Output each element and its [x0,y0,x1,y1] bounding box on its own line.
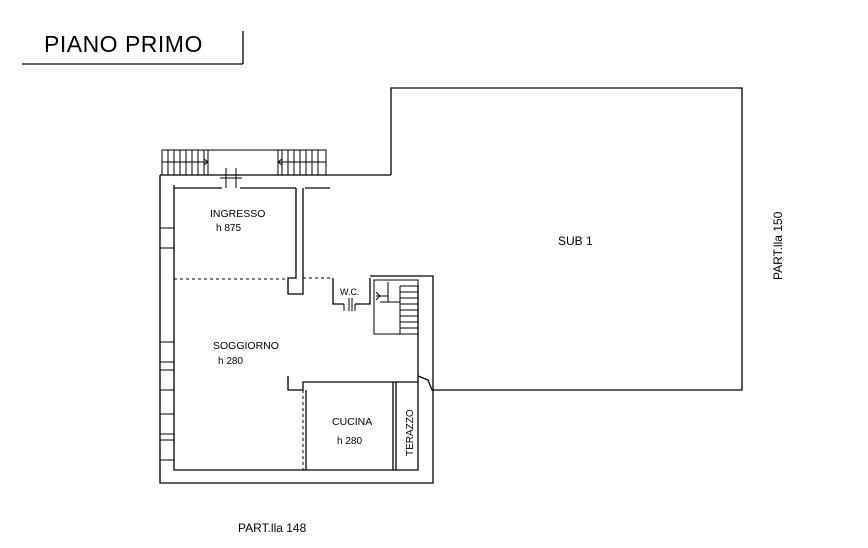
left-windows [159,227,175,461]
internal-staircase [373,279,419,335]
room-height-ingresso: h 875 [216,223,241,234]
room-label-cucina: CUCINA [332,416,372,428]
interior-walls [174,188,433,470]
room-label-terazzo: TERAZZO [405,409,416,456]
title-frame [22,31,244,65]
plan-title: PIANO PRIMO [44,31,203,57]
room-label-wc: W.C. [340,287,360,297]
sub-1-outline [390,87,743,391]
room-height-soggiorno: h 280 [218,356,243,367]
room-height-cucina: h 280 [337,436,362,447]
top-balcony [161,149,327,188]
sub-1-label: SUB 1 [558,234,593,248]
parcel-label-right: PART.lla 150 [771,211,785,280]
room-label-ingresso: INGRESSO [210,208,265,220]
parcel-label-bottom: PART.lla 148 [238,521,307,535]
room-label-soggiorno: SOGGIORNO [213,340,279,352]
